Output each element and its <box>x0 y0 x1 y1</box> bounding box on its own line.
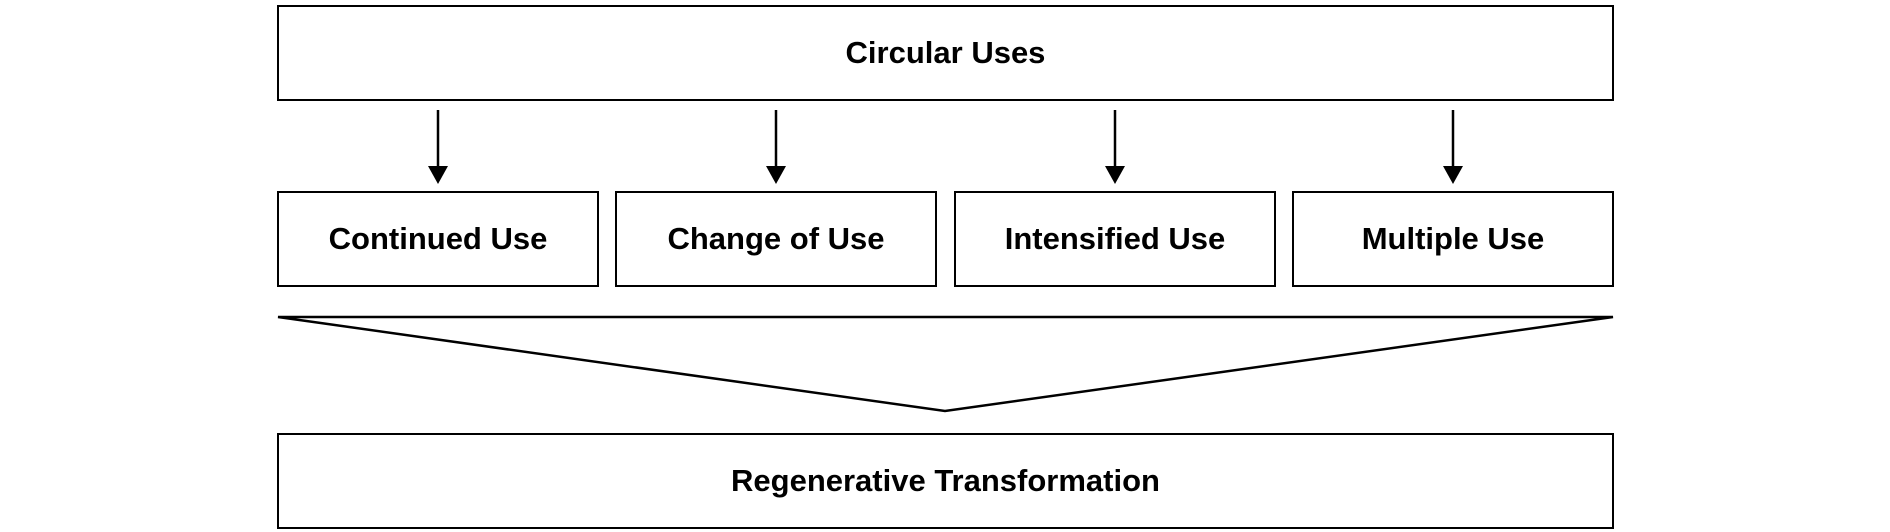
intensified-use-box: Intensified Use <box>954 191 1276 287</box>
multiple-use-box: Multiple Use <box>1292 191 1614 287</box>
regenerative-transformation-box: Regenerative Transformation <box>277 433 1614 529</box>
regenerative-transformation-label: Regenerative Transformation <box>731 463 1160 498</box>
arrow-change-of-use <box>766 110 786 184</box>
change-of-use-label: Change of Use <box>667 221 885 256</box>
multiple-use-label: Multiple Use <box>1361 221 1545 256</box>
intensified-use-label: Intensified Use <box>1004 221 1226 256</box>
circular-uses-box: Circular Uses <box>277 5 1614 101</box>
change-of-use-box: Change of Use <box>615 191 937 287</box>
continued-use-label: Continued Use <box>328 221 548 256</box>
convergence-funnel <box>277 315 1614 413</box>
circular-uses-label: Circular Uses <box>845 35 1046 70</box>
arrow-intensified-use <box>1105 110 1125 184</box>
continued-use-box: Continued Use <box>277 191 599 287</box>
arrow-continued-use <box>428 110 448 184</box>
arrow-multiple-use <box>1443 110 1463 184</box>
